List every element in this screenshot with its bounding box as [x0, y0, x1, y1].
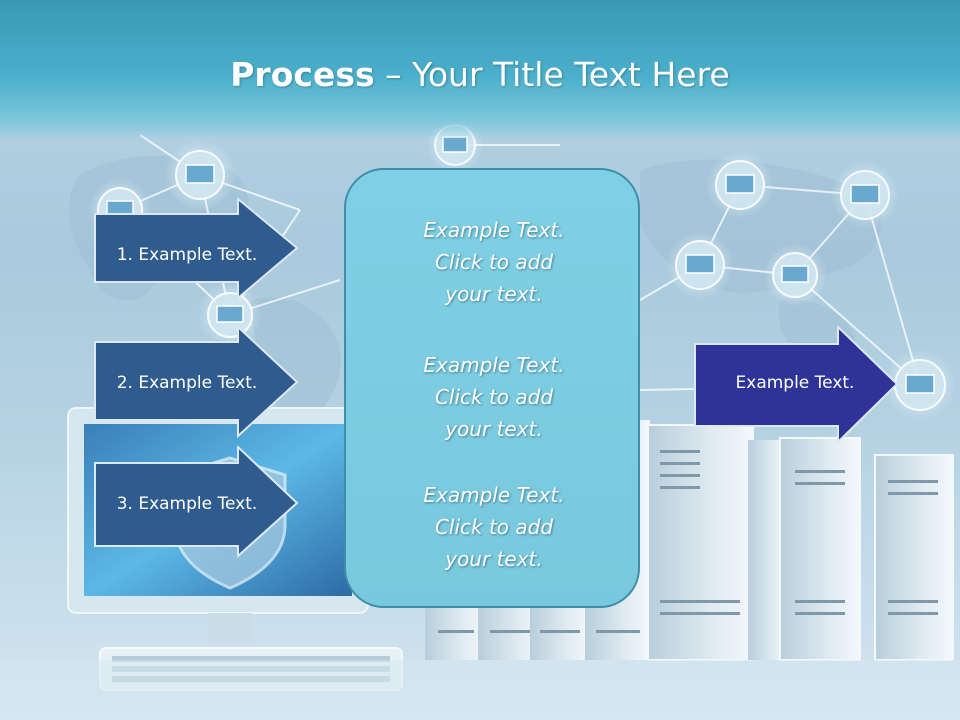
title-bold: Process [230, 55, 375, 94]
panel-text-line: Click to add [434, 385, 554, 409]
process-arrow-2-label: 2. Example Text. [116, 373, 258, 393]
title-rest: – Your Title Text Here [374, 55, 730, 94]
process-arrow-1-label: 1. Example Text. [116, 245, 258, 265]
panel-text-line: Click to add [434, 250, 554, 274]
panel-text-line: Example Text. [423, 483, 565, 507]
title-bar [0, 0, 960, 140]
panel-text-line: your text. [445, 417, 543, 441]
panel-text-line: Example Text. [423, 353, 565, 377]
process-arrow-3[interactable] [94, 446, 300, 558]
panel-text-block-2: Example Text. Click to add your text. [346, 349, 642, 445]
process-arrow-2[interactable] [94, 326, 300, 438]
panel-text-line: your text. [445, 547, 543, 571]
result-arrow[interactable] [694, 326, 900, 444]
process-arrow-1[interactable] [94, 198, 300, 300]
panel-text-block-3: Example Text. Click to add your text. [346, 479, 642, 575]
center-text-panel[interactable]: Example Text. Click to add your text. Ex… [344, 168, 640, 608]
panel-text-line: Click to add [434, 515, 554, 539]
result-arrow-label: Example Text. [735, 373, 855, 393]
floor-reflection [0, 660, 960, 720]
process-arrow-3-label: 3. Example Text. [116, 494, 258, 514]
panel-text-line: your text. [445, 282, 543, 306]
network-nodes [88, 117, 956, 421]
panel-text-line: Example Text. [423, 218, 565, 242]
slide-title[interactable]: Process – Your Title Text Here [0, 52, 960, 98]
panel-text-block-1: Example Text. Click to add your text. [346, 214, 642, 310]
